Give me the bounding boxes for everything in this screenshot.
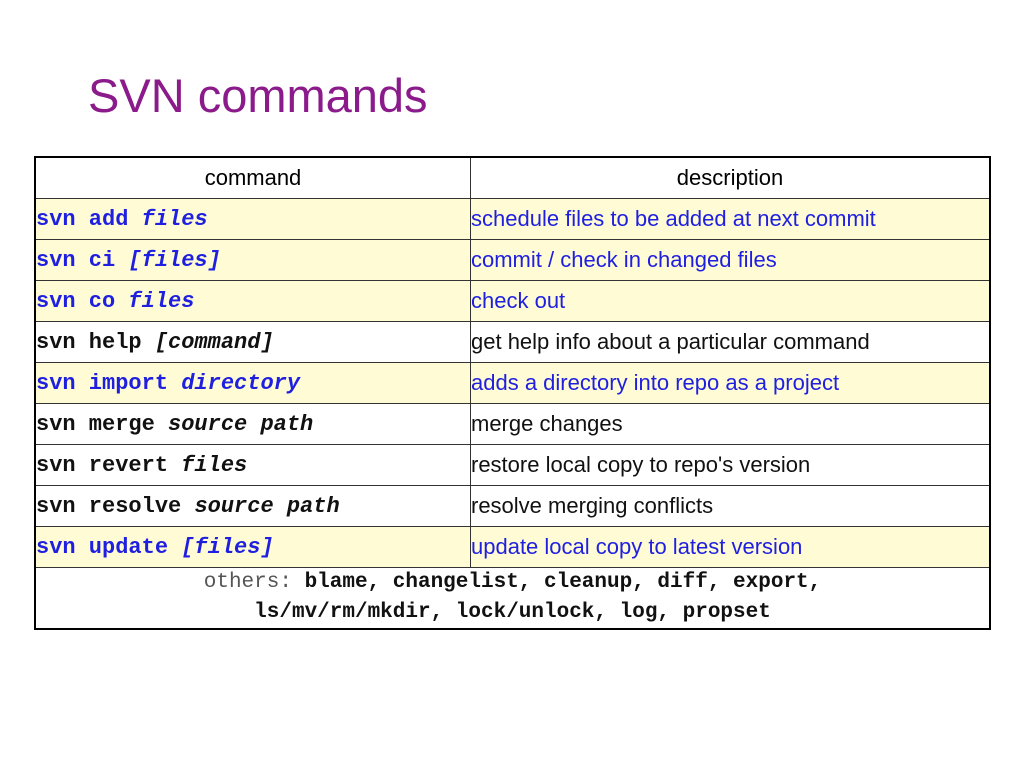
page-title: SVN commands xyxy=(88,69,428,122)
command-argument: source path xyxy=(194,493,340,519)
description-cell: get help info about a particular command xyxy=(470,321,991,363)
others-label: others: xyxy=(203,571,305,594)
command-cell: svn resolve source path xyxy=(34,485,471,527)
description-cell: merge changes xyxy=(470,403,991,445)
command-name: svn resolve xyxy=(36,493,195,519)
command-argument: files xyxy=(128,288,195,314)
command-argument: [files] xyxy=(128,247,221,273)
command-name: svn merge xyxy=(36,411,169,437)
command-name: svn update xyxy=(36,534,182,560)
command-cell: svn update [files] xyxy=(34,526,471,568)
command-cell: svn add files xyxy=(34,198,471,240)
description-cell: update local copy to latest version xyxy=(470,526,991,568)
description-cell: schedule files to be added at next commi… xyxy=(470,198,991,240)
command-name: svn ci xyxy=(36,247,129,273)
command-argument: [files] xyxy=(181,534,274,560)
table-row: svn help [command]get help info about a … xyxy=(34,321,991,363)
others-line2: ls/mv/rm/mkdir, lock/unlock, log, propse… xyxy=(254,601,771,624)
others-cell: others: blame, changelist, cleanup, diff… xyxy=(34,567,991,630)
command-argument: directory xyxy=(181,370,301,396)
description-cell: adds a directory into repo as a project xyxy=(470,362,991,404)
header-command: command xyxy=(34,156,471,199)
command-cell: svn help [command] xyxy=(34,321,471,363)
command-name: svn import xyxy=(36,370,182,396)
command-argument: files xyxy=(181,452,248,478)
table-row: svn update [files]update local copy to l… xyxy=(34,526,991,568)
command-name: svn revert xyxy=(36,452,182,478)
table-row: svn ci [files]commit / check in changed … xyxy=(34,239,991,281)
command-cell: svn revert files xyxy=(34,444,471,486)
command-name: svn help xyxy=(36,329,155,355)
command-argument: [command] xyxy=(154,329,274,355)
others-line1: blame, changelist, cleanup, diff, export… xyxy=(304,571,822,594)
description-cell: restore local copy to repo's version xyxy=(470,444,991,486)
table-header-row: command description xyxy=(34,156,991,199)
description-cell: resolve merging conflicts xyxy=(470,485,991,527)
command-cell: svn merge source path xyxy=(34,403,471,445)
command-cell: svn import directory xyxy=(34,362,471,404)
description-cell: commit / check in changed files xyxy=(470,239,991,281)
command-cell: svn co files xyxy=(34,280,471,322)
command-argument: files xyxy=(141,206,208,232)
header-description: description xyxy=(470,156,991,199)
description-cell: check out xyxy=(470,280,991,322)
command-argument: source path xyxy=(168,411,314,437)
command-cell: svn ci [files] xyxy=(34,239,471,281)
command-name: svn add xyxy=(36,206,142,232)
command-name: svn co xyxy=(36,288,129,314)
others-row: others: blame, changelist, cleanup, diff… xyxy=(34,567,991,630)
